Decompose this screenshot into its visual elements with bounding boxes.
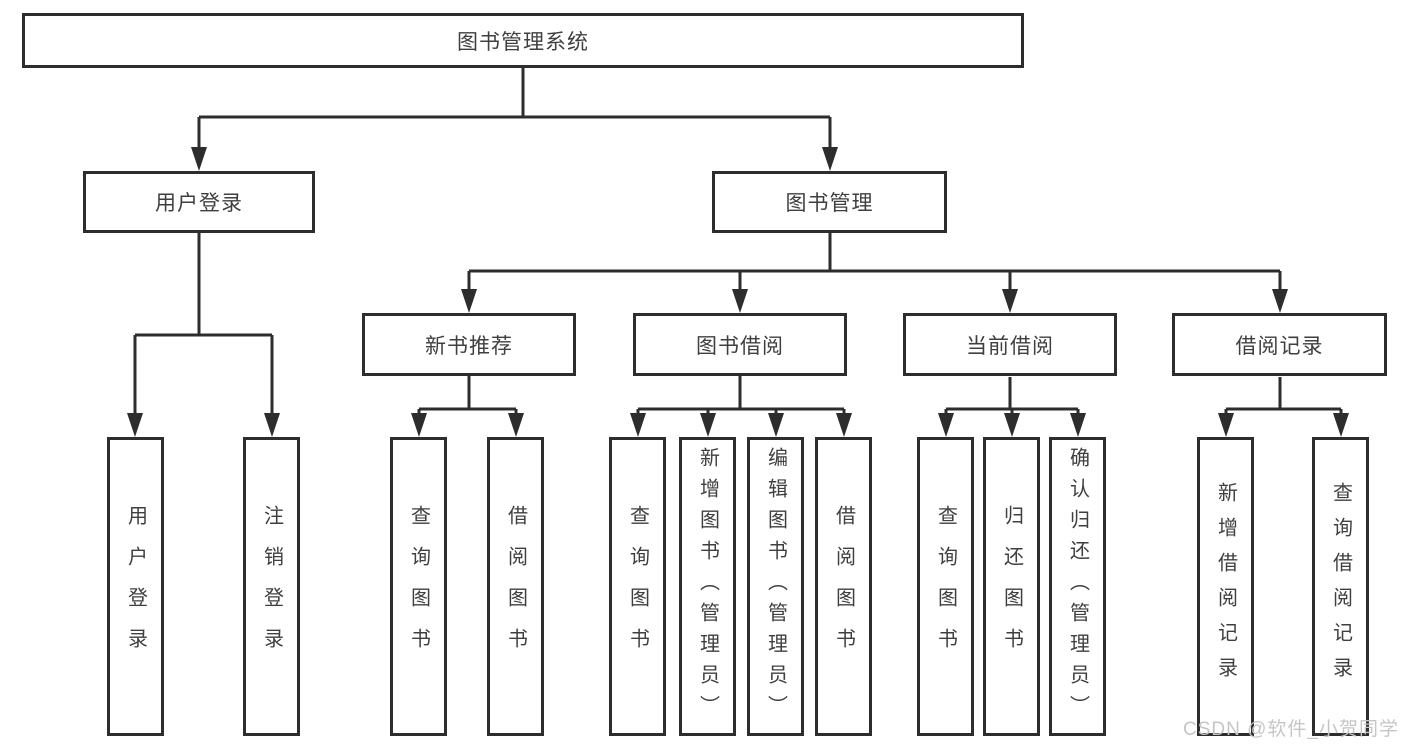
node-label: 新增图书（管理员） bbox=[696, 447, 719, 726]
node-label: 用户登录 bbox=[124, 504, 147, 669]
leaf-confirm-return-admin: 确认归还（管理员） bbox=[1049, 437, 1106, 736]
node-book-management-branch: 图书管理 bbox=[712, 171, 947, 233]
node-label: 查询图书 bbox=[407, 504, 430, 669]
leaf-query-borrow-record: 查询借阅记录 bbox=[1312, 437, 1369, 736]
node-label: 查询图书 bbox=[626, 504, 649, 669]
leaf-query-books-recommend: 查询图书 bbox=[390, 437, 447, 736]
node-label: 新增借阅记录 bbox=[1214, 481, 1237, 692]
node-label: 用户登录 bbox=[155, 192, 243, 215]
node-label: 图书管理 bbox=[785, 192, 874, 215]
node-user-login-branch: 用户登录 bbox=[83, 171, 315, 233]
leaf-edit-books-admin: 编辑图书（管理员） bbox=[747, 437, 804, 736]
leaf-borrow-books: 借阅图书 bbox=[815, 437, 872, 736]
node-label: 当前借阅 bbox=[966, 334, 1054, 358]
node-label: 图书管理系统 bbox=[457, 30, 589, 54]
node-current-borrow: 当前借阅 bbox=[903, 313, 1117, 376]
node-label: 查询图书 bbox=[934, 504, 957, 669]
node-label: 编辑图书（管理员） bbox=[764, 447, 787, 726]
node-label: 确认归还（管理员） bbox=[1066, 447, 1089, 726]
leaf-borrow-books-recommend: 借阅图书 bbox=[487, 437, 544, 736]
leaf-user-login: 用户登录 bbox=[107, 437, 164, 736]
leaf-query-books-current: 查询图书 bbox=[917, 437, 974, 736]
leaf-query-books-borrow: 查询图书 bbox=[609, 437, 666, 736]
leaf-return-books: 归还图书 bbox=[983, 437, 1040, 736]
node-new-book-recommend: 新书推荐 bbox=[362, 313, 576, 376]
node-label: 查询借阅记录 bbox=[1329, 481, 1352, 692]
node-label: 注销登录 bbox=[260, 504, 283, 669]
node-label: 新书推荐 bbox=[425, 334, 513, 358]
leaf-add-borrow-record: 新增借阅记录 bbox=[1197, 437, 1254, 736]
node-label: 图书借阅 bbox=[696, 334, 784, 358]
leaf-logout: 注销登录 bbox=[243, 437, 300, 736]
node-label: 借阅记录 bbox=[1235, 334, 1324, 358]
node-book-borrow: 图书借阅 bbox=[633, 313, 847, 376]
node-borrow-records: 借阅记录 bbox=[1172, 313, 1387, 376]
node-root-system: 图书管理系统 bbox=[22, 13, 1024, 68]
node-label: 借阅图书 bbox=[504, 504, 527, 669]
node-label: 归还图书 bbox=[1000, 504, 1023, 669]
leaf-add-books-admin: 新增图书（管理员） bbox=[679, 437, 736, 736]
csdn-watermark: CSDN @软件_小贺同学 bbox=[1183, 719, 1399, 740]
node-label: 借阅图书 bbox=[832, 504, 855, 669]
